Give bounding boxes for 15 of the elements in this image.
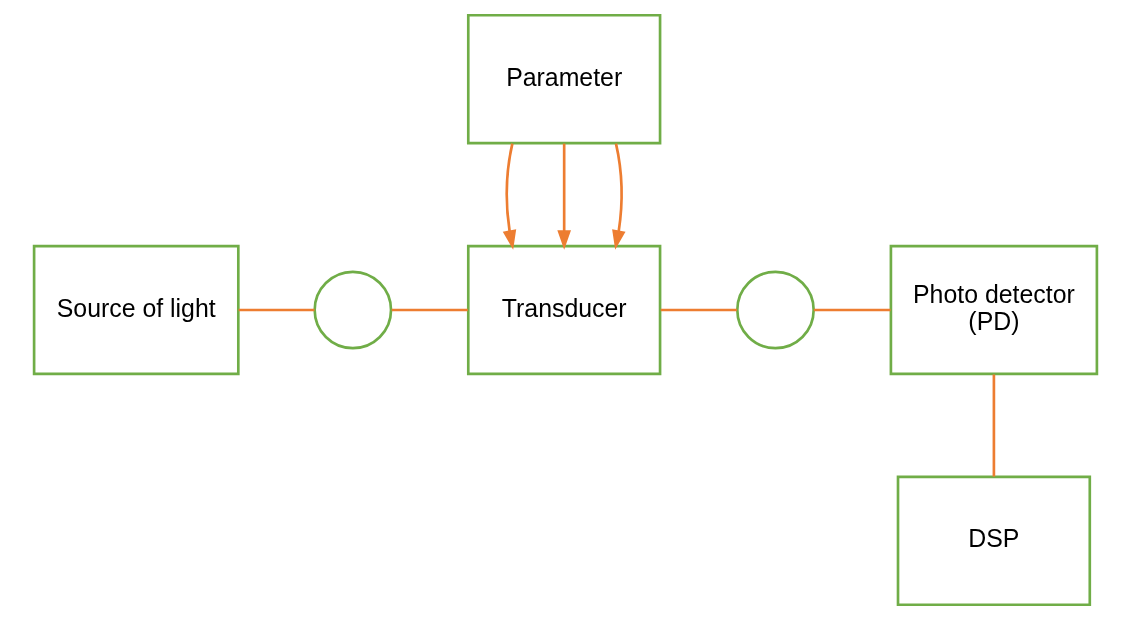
arrow (502, 143, 517, 250)
connector (813, 308, 891, 312)
connector (391, 308, 468, 312)
arrow (612, 143, 626, 250)
node-circle (735, 270, 815, 350)
node-box: Parameter (466, 13, 662, 145)
arrow (557, 143, 571, 250)
node-box: DSP (896, 475, 1092, 607)
node-box: Transducer (466, 244, 662, 376)
connector (238, 308, 315, 312)
connector (660, 308, 737, 312)
connector (992, 374, 996, 477)
node-box: Source of light (32, 244, 240, 376)
node-box: Photo detector (PD) (889, 244, 1099, 376)
node-circle (313, 270, 393, 350)
